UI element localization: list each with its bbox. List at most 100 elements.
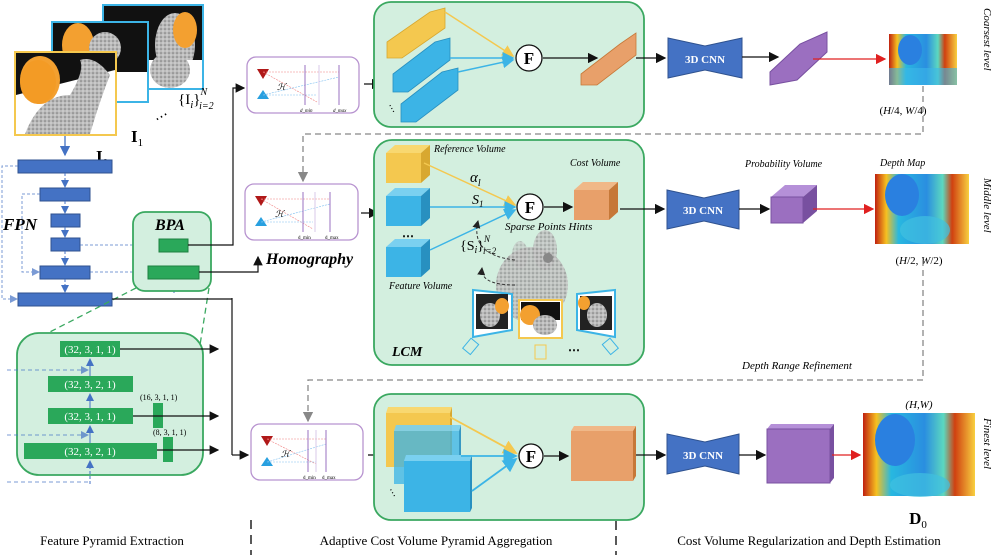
feature-volume-middle-1 (386, 188, 430, 226)
reference-image (14, 51, 117, 136)
fpn-layer-6 (17, 292, 113, 307)
section-label-aggregation: Adaptive Cost Volume Pyramid Aggregation (320, 533, 553, 548)
bpa-connectors (188, 83, 263, 273)
homography-warp-coarse: ℋ d_min d_max (246, 56, 360, 114)
s1-label: S1 (472, 193, 484, 209)
level-label-coarsest: Coarsest level (981, 8, 993, 71)
dmax-label: d_max (322, 476, 336, 481)
section-label-regularization: Cost Volume Regularization and Depth Est… (677, 533, 941, 548)
cnn-fine: 3D CNN (636, 424, 862, 484)
lcm-panel: Reference Volume ⋯ Feature Volume αl S1 … (373, 139, 645, 366)
fpn-layer-2 (39, 187, 91, 202)
camera-view-right (576, 288, 620, 356)
bpa-layer-2 (48, 376, 133, 392)
coarse-aggregation-panel: ⋯ F (373, 1, 645, 128)
ellipsis: ⋯ (152, 107, 172, 127)
h-symbol: ℋ (281, 449, 292, 459)
dmin-label: d_min (300, 109, 313, 114)
bpa-layer-2-label: (32, 3, 2, 1) (64, 379, 116, 391)
fpn-layer-5 (39, 265, 91, 280)
fusion-node-fine (518, 443, 544, 469)
bpa-side-conv-2-label: (8, 3, 1, 1) (153, 428, 187, 437)
depth-range-refinement-paths (297, 86, 924, 423)
h-symbol: ℋ (277, 82, 288, 92)
probability-volume-fine (766, 424, 834, 484)
dmax-label: d_max (333, 109, 347, 114)
cost-volume-middle (574, 182, 618, 220)
depth-map-middle (875, 174, 969, 244)
bpa-block-2 (147, 265, 200, 280)
bpa-layer-3 (48, 408, 133, 424)
feature-volume-middle-2 (386, 239, 430, 277)
bpa-side-conv-1-label: (16, 3, 1, 1) (140, 393, 178, 402)
fpn-label: FPN (2, 215, 38, 234)
cost-volume-label: Cost Volume (570, 158, 621, 169)
cost-volume-coarse (580, 32, 637, 86)
alpha-label: αl (470, 170, 481, 189)
depth-map-label: Depth Map (879, 158, 925, 169)
cnn-label: 3D CNN (685, 54, 725, 66)
dmin-label: d_min (303, 476, 316, 481)
source-image-1-label: I1 (131, 127, 143, 149)
probability-volume-coarse (769, 31, 828, 86)
fusion-node-middle (516, 193, 544, 221)
ellipsis: ⋯ (568, 343, 580, 357)
lcm-label: LCM (391, 345, 423, 360)
depth-map-coarse (889, 34, 957, 85)
cnn-label: 3D CNN (683, 205, 723, 217)
cost-volume-fine (571, 426, 636, 481)
reference-volume-label: Reference Volume (433, 144, 506, 155)
bpa-layer-4 (24, 443, 157, 459)
homography-label: Homography (265, 251, 354, 268)
bpa-label: BPA (154, 217, 185, 234)
cnn-middle: 3D CNN Probability Volume (620, 159, 875, 230)
dmin-label: d_min (298, 236, 311, 241)
bpa-layer-1-label: (32, 3, 1, 1) (64, 344, 116, 356)
dmax-label: d_max (325, 236, 339, 241)
bpa-block-1 (158, 238, 189, 253)
cnn-label: 3D CNN (683, 450, 723, 462)
fine-aggregation-panel: ⋯ F (373, 393, 645, 521)
fusion-symbol: F (525, 198, 535, 217)
reference-volume-coarse (386, 7, 446, 59)
section-dividers (250, 520, 617, 555)
feature-volume-label: Feature Volume (388, 281, 453, 292)
sparse-points-hints-label: Sparse Points Hints (505, 221, 592, 233)
bpa-layer-3-label: (32, 3, 1, 1) (64, 411, 116, 423)
level-label-middle: Middle level (981, 177, 993, 233)
middle-resolution-label: (H/2, W/2) (895, 255, 942, 267)
fpn-layer-1 (17, 159, 113, 174)
depth-map-fine (863, 413, 975, 497)
ellipsis: ⋯ (385, 486, 400, 500)
level-label-finest: Finest level (981, 417, 993, 469)
fpn: FPN (1, 159, 178, 307)
output-depth-label: D0 (909, 509, 927, 531)
bpa-detail: (32, 3, 1, 1) (32, 3, 2, 1) (32, 3, 1, 1… (7, 298, 250, 484)
feature-volume-coarse-1 (392, 37, 451, 93)
probability-volume-label: Probability Volume (744, 159, 823, 170)
depth-range-refinement-label: Depth Range Refinement (741, 360, 853, 372)
bpa-layer-1 (60, 341, 120, 357)
fusion-symbol: F (524, 49, 534, 68)
fusion-symbol: F (526, 447, 536, 466)
feature-volume-coarse-2 (400, 67, 459, 123)
h-symbol: ℋ (275, 209, 286, 219)
camera-view-reference (518, 299, 563, 360)
feature-volume-fine-2 (404, 455, 472, 512)
homography-warp-fine: ℋ d_min d_max (250, 423, 364, 481)
coarse-resolution-label: (H/4, W/4) (879, 105, 926, 117)
cnn-coarse: 3D CNN (636, 31, 887, 86)
section-label-feature-extraction: Feature Pyramid Extraction (40, 533, 184, 548)
fpn-layer-4 (50, 237, 81, 252)
fusion-node-coarse (515, 44, 543, 72)
fpn-layer-3 (50, 213, 81, 228)
reference-volume-middle (386, 145, 430, 183)
bpa-layer-4-label: (32, 3, 2, 1) (64, 446, 116, 458)
ellipsis: ⋯ (384, 102, 399, 116)
probability-volume-middle (770, 185, 817, 224)
camera-view-left (461, 288, 513, 356)
input-images: {Ii}Ni=2 ⋯ I1 I0 (14, 4, 214, 169)
